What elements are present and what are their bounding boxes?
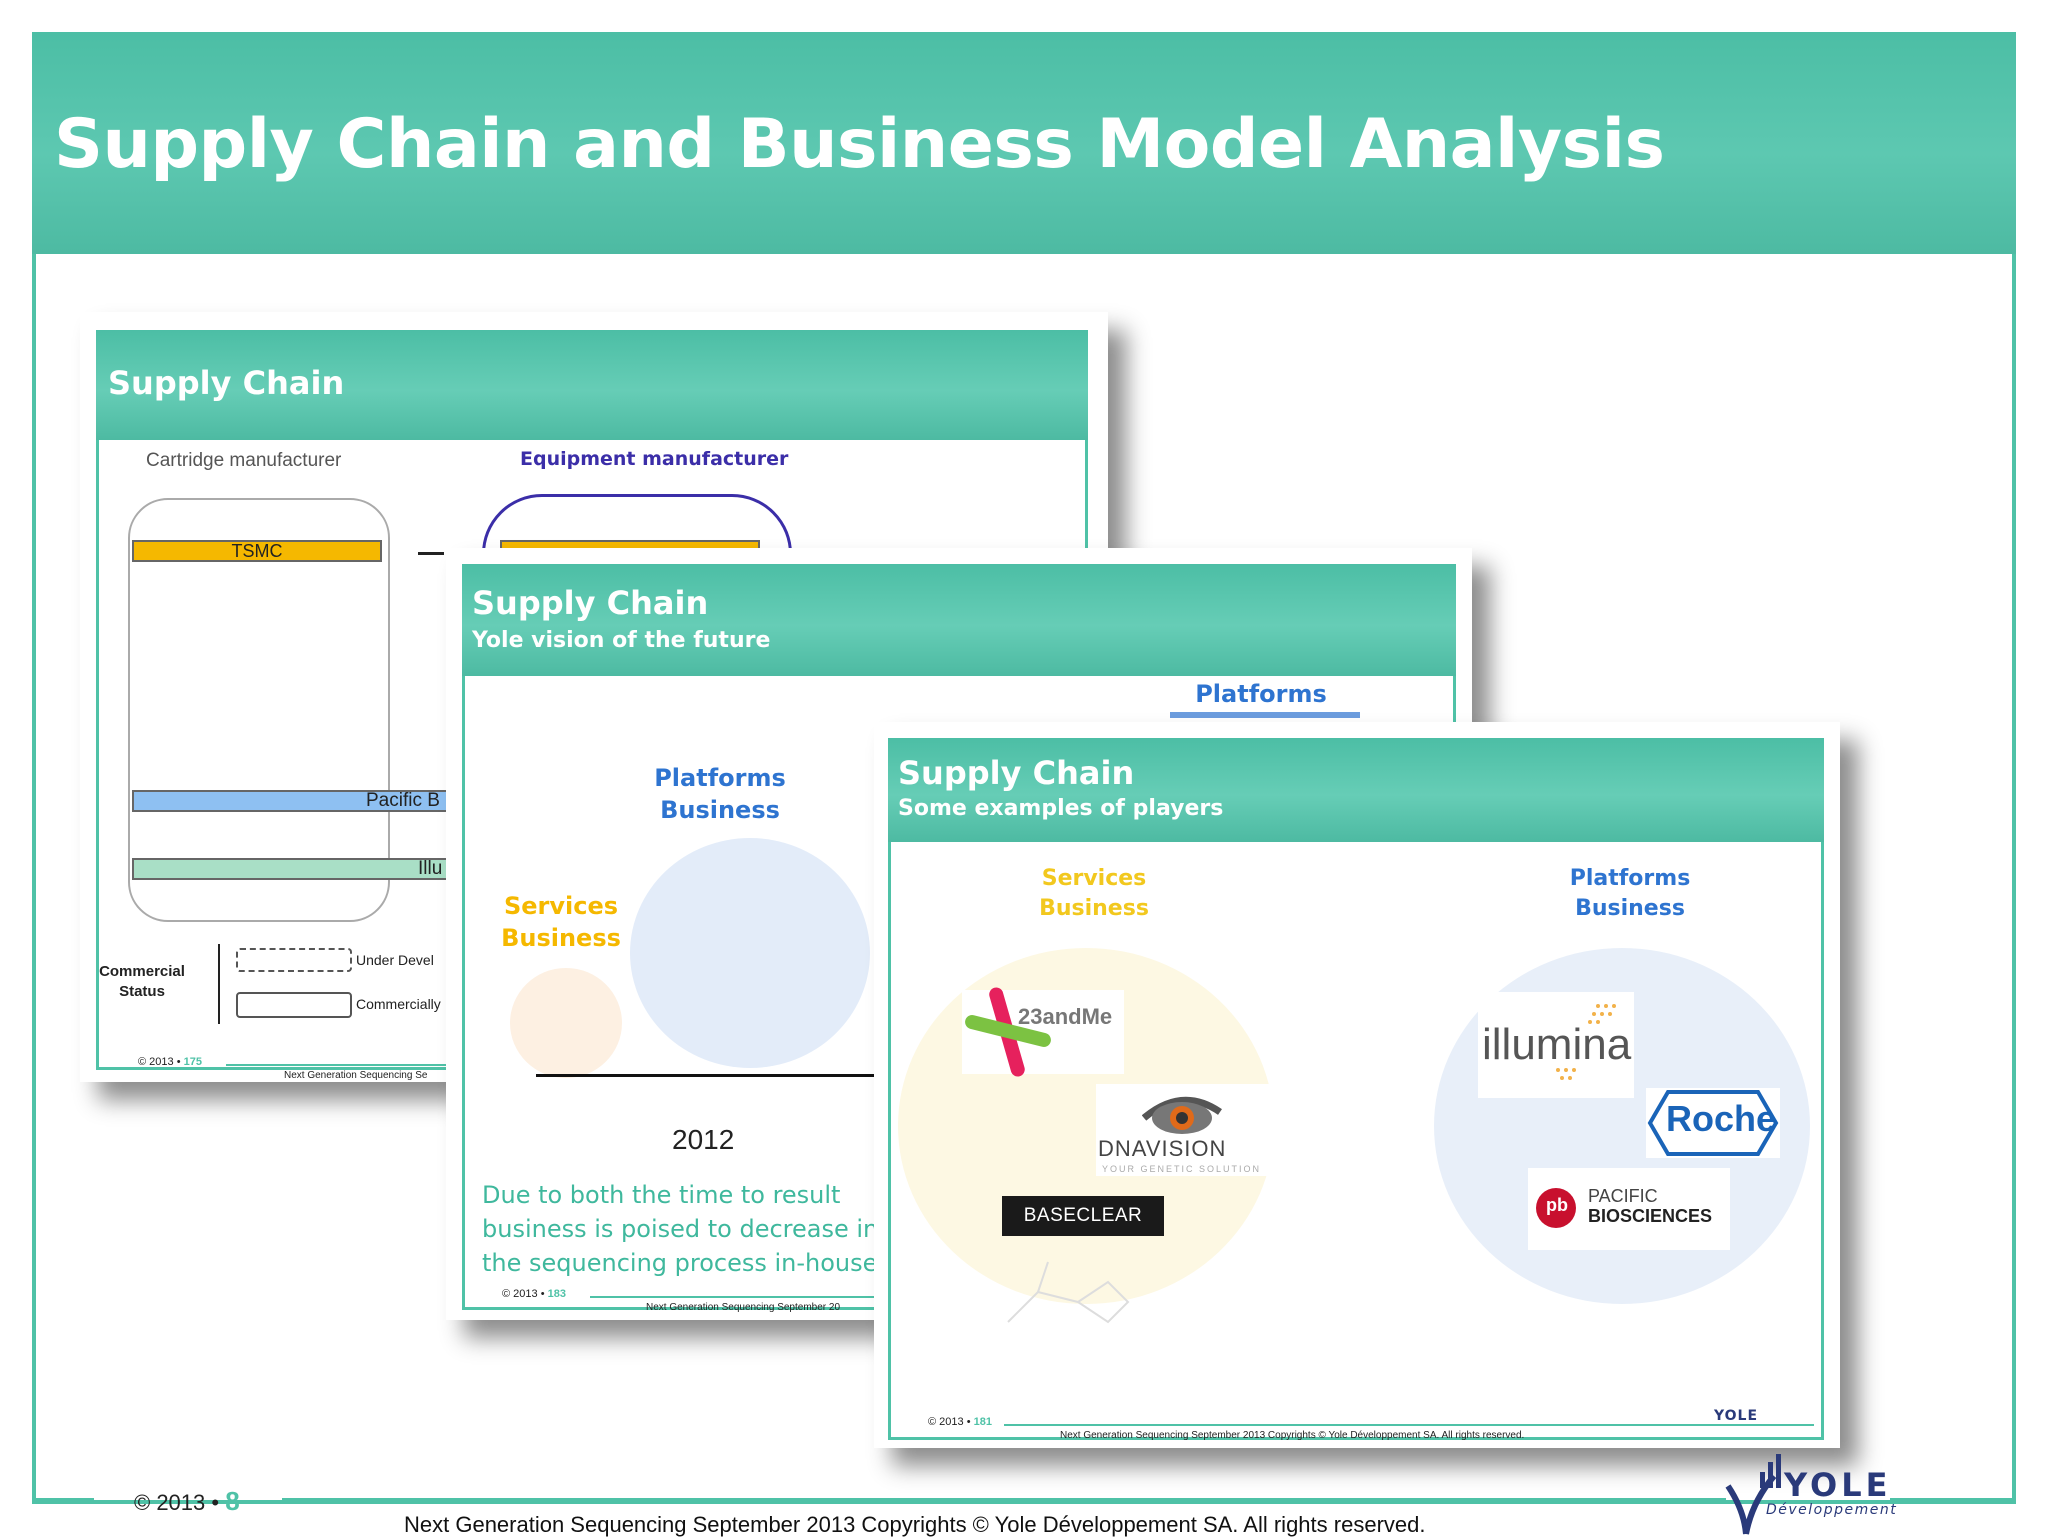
timeline-axis	[536, 1074, 956, 1077]
dnavision-tagline: YOUR GENETIC SOLUTION	[1102, 1164, 1262, 1174]
roche-hexagon-icon	[1647, 1090, 1779, 1156]
timeline-year: 2012	[672, 1124, 735, 1155]
platforms-label: Platforms Business	[1569, 866, 1691, 921]
services-circle	[510, 968, 622, 1078]
thumbnail-slide-181: Supply Chain Some examples of players Se…	[874, 722, 1840, 1448]
yole-logo-sub: Développement	[1766, 1502, 1898, 1518]
logo-roche: Roche	[1646, 1088, 1780, 1158]
yole-logo-text: YOLE	[1784, 1466, 1892, 1504]
thumbnail-body: Due to both the time to result business …	[482, 1181, 886, 1277]
23andme-icon	[962, 985, 1053, 1079]
services-label: Services Business	[1039, 866, 1149, 921]
thumbnail-copyright: © 2013 • 181	[928, 1416, 992, 1428]
logo-baseclear: BASECLEAR	[1002, 1196, 1164, 1236]
thumbnail-header	[888, 738, 1824, 842]
thumbnail-footer-line	[1004, 1424, 1814, 1426]
platforms-label: Platforms Business	[654, 764, 786, 824]
slide-header	[32, 32, 2016, 254]
yole-logo-icon	[1725, 1454, 1781, 1535]
thumbnail-footer-text: Next Generation Sequencing September 201…	[1060, 1430, 1525, 1441]
footer-text: Next Generation Sequencing September 201…	[404, 1512, 1426, 1537]
molecule-icon	[1007, 1261, 1130, 1324]
thumbnail-copyright: © 2013 • 183	[502, 1288, 566, 1300]
pacific-label: Pacific B	[366, 790, 440, 811]
thumbnail-page: 183	[547, 1288, 566, 1300]
tsmc-label: TSMC	[231, 541, 283, 561]
thumbnail-header	[462, 564, 1456, 676]
thumbnail-title: Supply Chain	[472, 584, 709, 622]
legend-dashed-box	[236, 948, 352, 972]
illumina-bar: Illu	[132, 858, 472, 880]
link-line	[418, 552, 444, 555]
thumbnail-footer-text: Next Generation Sequencing September 20	[646, 1302, 841, 1313]
dnavision-text: DNAVISION	[1098, 1136, 1227, 1161]
pacbio-icon: pb	[1536, 1188, 1576, 1228]
23andme-text: 23andMe	[1018, 1004, 1113, 1029]
thumbnail-yole-logo: YOLE	[1714, 1408, 1759, 1424]
slide-title: Supply Chain and Business Model Analysis	[54, 105, 1665, 184]
cartridge-label: Cartridge manufacturer	[146, 450, 342, 471]
footer-line-right	[1890, 1498, 2016, 1504]
pacbio-text-2: BIOSCIENCES	[1588, 1206, 1713, 1226]
thumbnail-subtitle: Some examples of players	[898, 796, 1224, 821]
thumbnail-subtitle: Yole vision of the future	[472, 628, 771, 653]
footer-line	[282, 1498, 1726, 1504]
logo-dnavision: DNAVISION YOUR GENETIC SOLUTION	[1096, 1084, 1276, 1176]
baseclear-text: BASECLEAR	[1023, 1205, 1143, 1226]
thumbnail-title: Supply Chain	[898, 754, 1135, 792]
logo-23andme: 23andMe	[962, 985, 1124, 1079]
legend-commercially: Commercially	[356, 996, 441, 1012]
platforms-circle	[630, 838, 870, 1068]
pacbio-text-1: PACIFIC	[1588, 1186, 1658, 1206]
legend-under-dev: Under Devel	[356, 952, 434, 968]
thumbnail-page: 175	[183, 1056, 202, 1068]
eye-icon	[1141, 1092, 1222, 1138]
legend-solid-box	[236, 992, 352, 1018]
footer-line-left	[32, 1498, 94, 1504]
yole-logo: YOLE Développement	[1722, 1452, 1896, 1536]
thumbnail-page: 181	[973, 1416, 992, 1428]
commercial-status-label: Commercial Status	[99, 963, 185, 1000]
services-label: Services Business	[501, 892, 621, 952]
pacific-bar: Pacific B	[132, 790, 472, 812]
illumina-text: illumina	[1482, 1020, 1632, 1069]
footer-copyright: © 2013 • 8	[134, 1486, 240, 1516]
thumbnail-footer-text: Next Generation Sequencing Se	[284, 1070, 428, 1081]
cartridge-box	[128, 498, 390, 922]
illumina-dots-icon	[1548, 1000, 1628, 1090]
page-number: 8	[225, 1486, 240, 1516]
platforms-top-label: Platforms	[1195, 680, 1327, 708]
logo-illumina: illumina	[1478, 992, 1634, 1098]
status-divider	[218, 944, 220, 1024]
thumbnail-title: Supply Chain	[108, 364, 345, 402]
logo-pacbio: pb PACIFIC BIOSCIENCES	[1528, 1168, 1730, 1250]
roche-text: Roche	[1666, 1098, 1777, 1139]
thumbnail-header	[96, 330, 1088, 440]
equipment-label: Equipment manufacturer	[520, 448, 789, 470]
tsmc-bar: TSMC	[132, 540, 382, 562]
illumina-label: Illu	[418, 858, 443, 879]
thumbnail-copyright: © 2013 • 175	[138, 1056, 202, 1068]
platforms-top-cutoff	[1170, 712, 1360, 718]
